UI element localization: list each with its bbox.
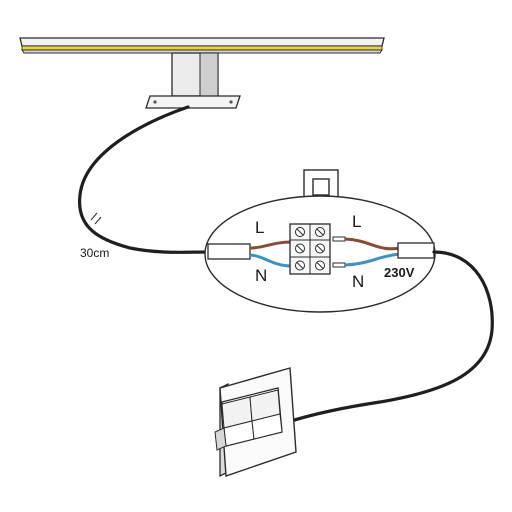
lamp-cable [78, 105, 210, 254]
lamp-led-strip [21, 45, 383, 51]
lamp-screw-left [153, 100, 157, 104]
lamp-stem-shade [199, 52, 219, 97]
live-wire-left [249, 240, 293, 250]
neutral-label-right: N [352, 272, 364, 291]
switch-rocker-right-lower [251, 413, 283, 440]
lamp-bar-bottom [21, 49, 383, 54]
terminal-block [289, 223, 331, 275]
switch-cable [286, 250, 494, 424]
mirror-lamp [19, 37, 385, 109]
neutral-wire-right [344, 252, 401, 267]
live-wire-right [344, 237, 401, 251]
voltage-label: 230V [384, 265, 415, 280]
live-label-left: L [255, 218, 264, 237]
switch-rocker-edge [214, 427, 227, 451]
wall-switch [214, 367, 297, 478]
neutral-wire-left [249, 253, 293, 268]
cable-cut-marks [90, 212, 102, 225]
lamp-screw-right [229, 100, 233, 104]
lamp-bar-top [19, 37, 385, 47]
cable-length-label: 30cm [80, 246, 109, 260]
neutral-label-left: N [255, 266, 267, 285]
lamp-base-plate [145, 95, 241, 109]
right-cable-sheath [397, 242, 435, 259]
live-label-right: L [352, 212, 361, 231]
left-cable-sheath [207, 243, 251, 260]
